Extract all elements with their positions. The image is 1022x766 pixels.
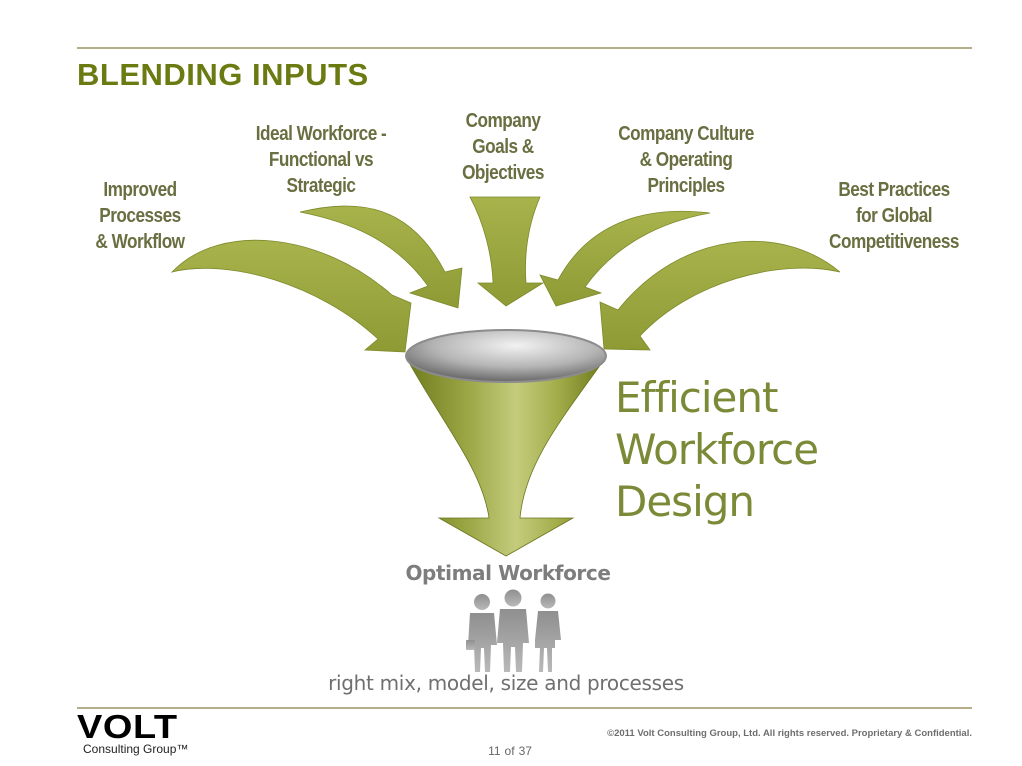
input-label-company-goals: Company Goals & Objectives <box>462 110 544 184</box>
page-of: of <box>504 744 515 758</box>
volt-logo: VOLT Consulting Group™ <box>77 710 189 756</box>
logo-wordmark: VOLT <box>77 708 178 745</box>
bottom-divider <box>77 707 972 709</box>
arrow-processes <box>170 239 412 353</box>
outcome-title: Optimal Workforce <box>405 561 611 585</box>
result-efficient-workforce-design: Efficient Workforce Design <box>615 373 819 526</box>
arrow-company-culture <box>539 210 711 307</box>
business-people-icon <box>466 589 561 672</box>
funnel-icon <box>405 356 608 557</box>
outcome-subtitle: right mix, model, size and processes <box>328 671 684 695</box>
arrow-company-goals <box>469 196 545 307</box>
top-divider <box>77 47 972 49</box>
arrow-best-practices <box>599 240 841 351</box>
input-label-company-culture: Company Culture & Operating Principles <box>618 123 754 197</box>
slide-title: BLENDING INPUTS <box>77 57 369 92</box>
input-label-processes: Improved Processes & Workflow <box>95 179 185 253</box>
logo-subtitle: Consulting Group™ <box>83 742 189 756</box>
arrow-ideal-workforce <box>299 205 463 309</box>
page-current: 11 <box>488 744 501 758</box>
input-label-ideal-workforce: Ideal Workforce - Functional vs Strategi… <box>255 123 387 197</box>
copyright-notice: ©2011 Volt Consulting Group, Ltd. All ri… <box>607 728 972 739</box>
funnel-rim <box>405 329 607 383</box>
page-total: 37 <box>518 744 532 758</box>
input-label-best-practices: Best Practices for Global Competitivenes… <box>829 179 959 253</box>
